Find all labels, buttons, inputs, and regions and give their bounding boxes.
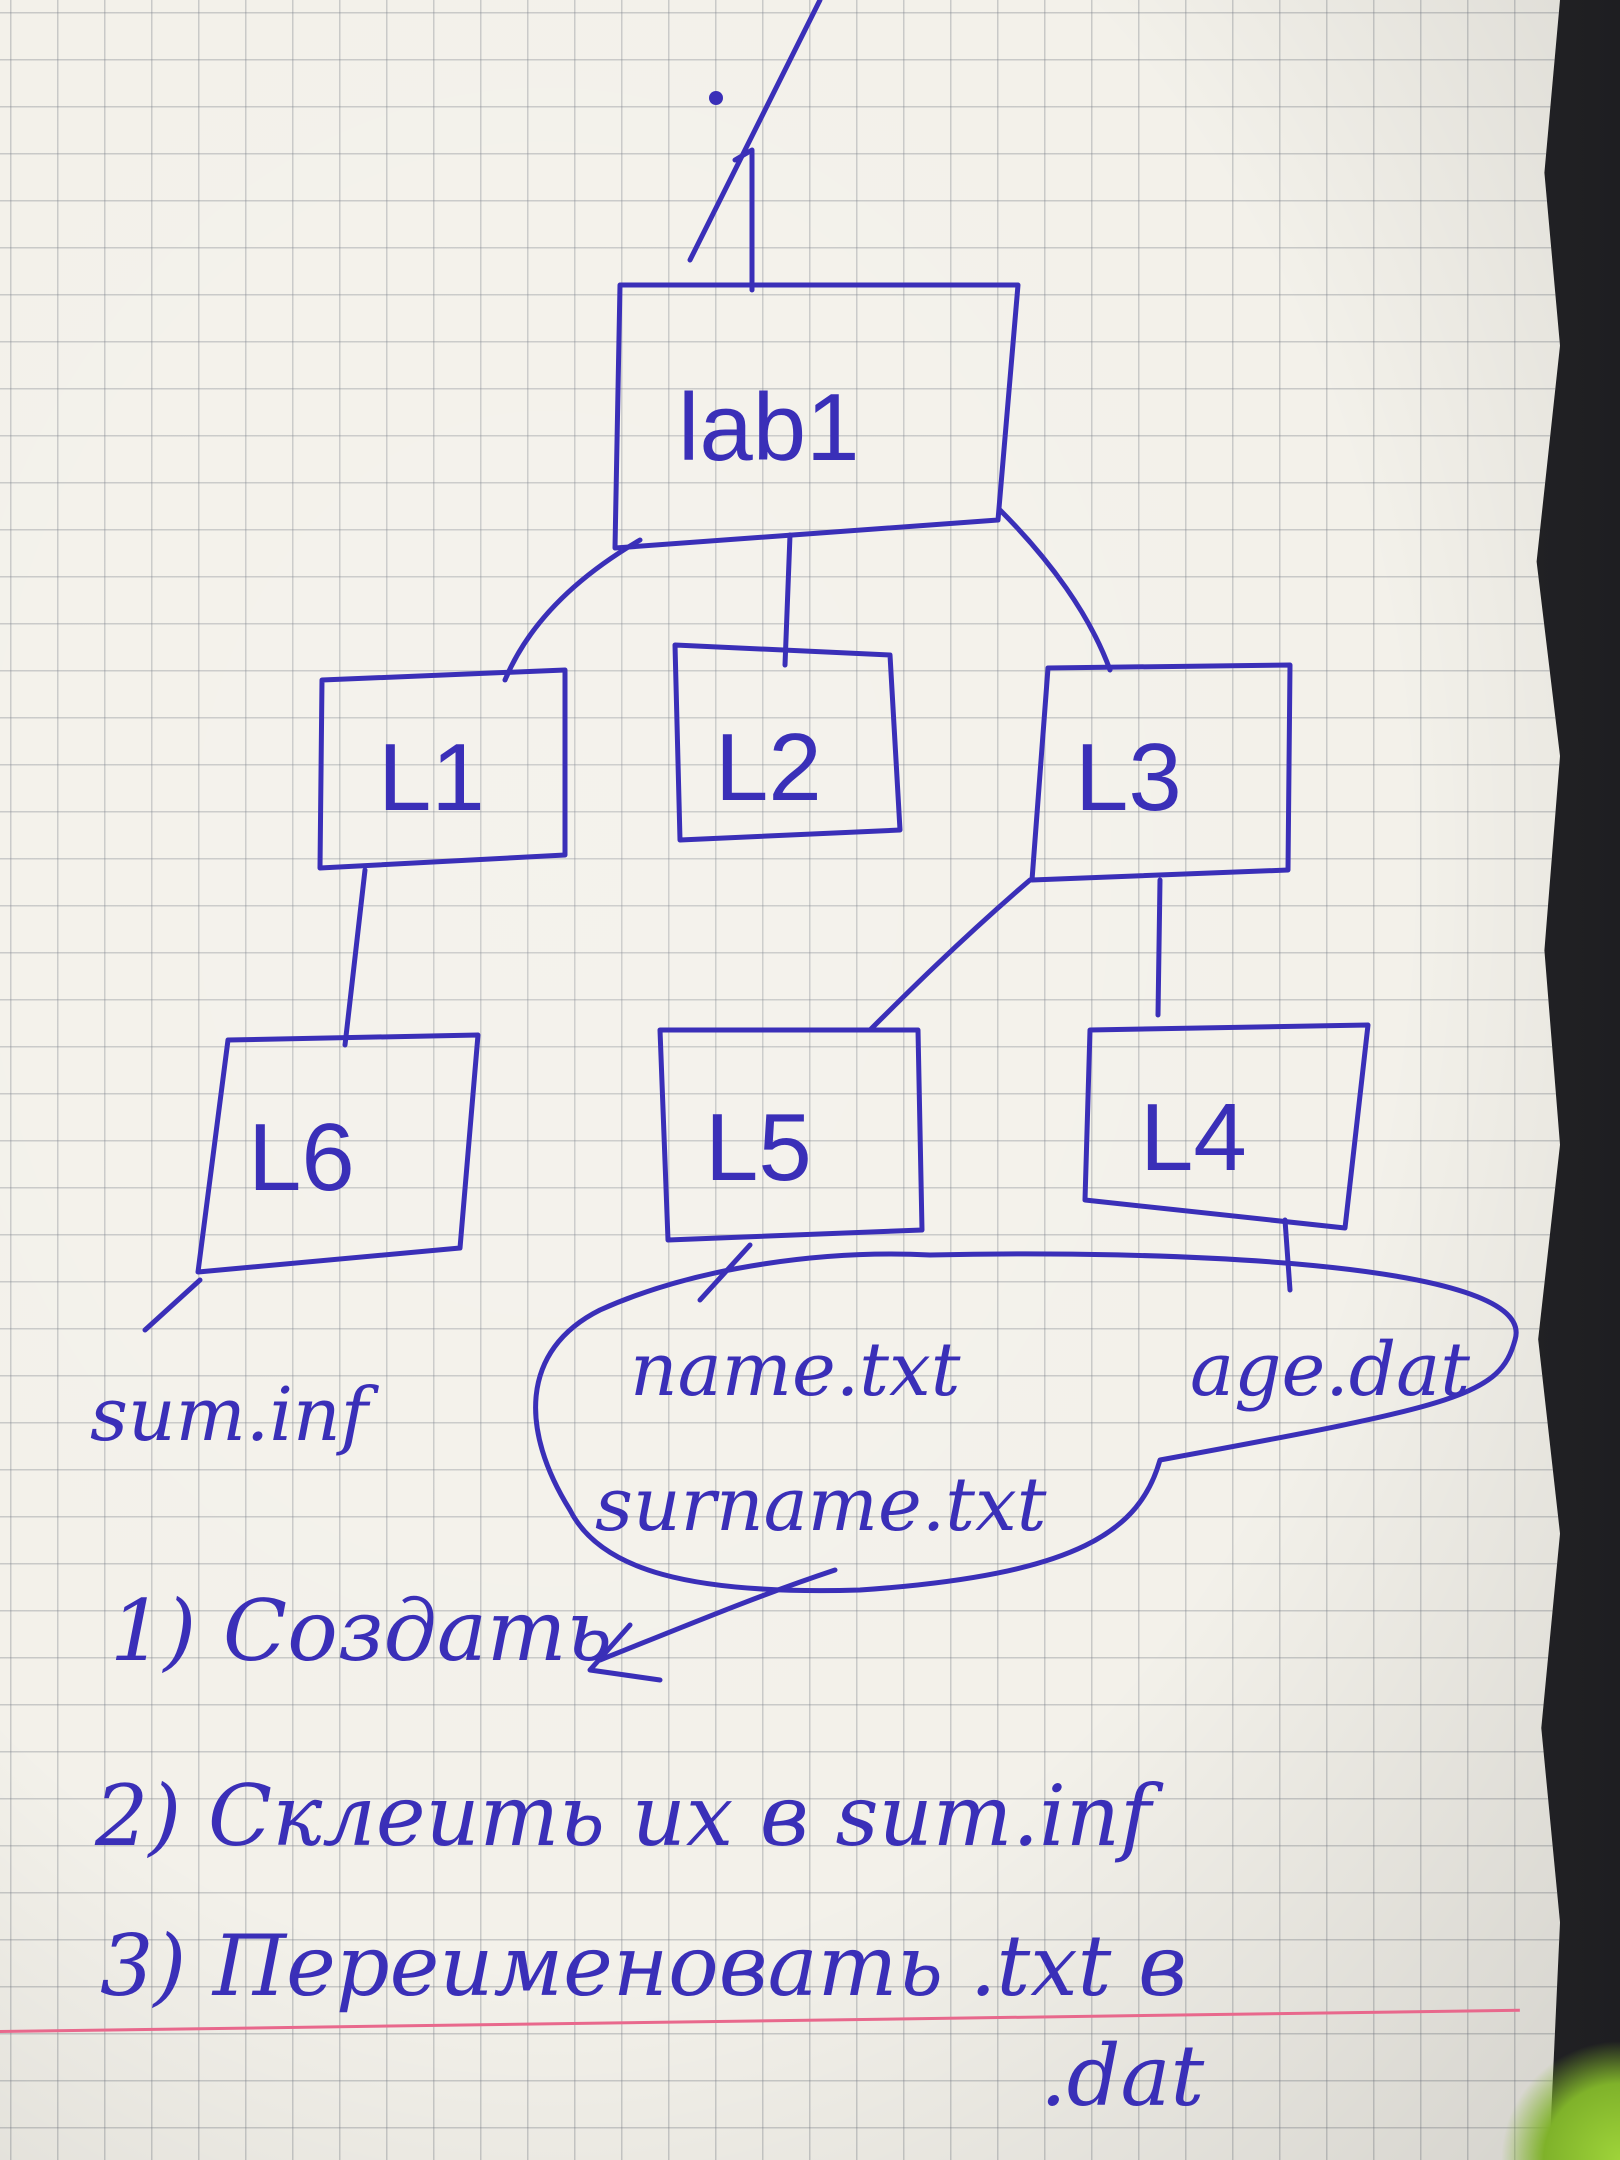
edge-l1-l6: [342, 867, 368, 1048]
task-1: 1) Создать: [110, 1582, 612, 1680]
node-l6-label: L6: [248, 1104, 355, 1211]
task-3: 3) Переименовать .txt в: [100, 1917, 1187, 2015]
file-sum-inf: sum.inf: [90, 1372, 380, 1458]
edge-l3-l5: [867, 877, 1033, 1033]
node-l2-label: L2: [715, 714, 822, 821]
node-l4-label: L4: [1140, 1084, 1247, 1191]
edge-lab1-l1: [502, 537, 643, 683]
edge-l4-age: [1282, 1217, 1293, 1293]
task-2: 2) Склеить их в sum.inf: [94, 1767, 1164, 1865]
node-l2-box: [672, 642, 903, 843]
node-l5-box: [657, 1027, 925, 1243]
green-object-corner: [1500, 2040, 1620, 2160]
file-surname-txt: surname.txt: [595, 1462, 1047, 1548]
graph-paper-sheet: [0, 0, 1560, 2160]
edge-lab1-l2: [782, 532, 793, 668]
edge-l6-sum: [142, 1277, 203, 1333]
arrow-head-icon: [587, 1622, 663, 1683]
arrow-to-task1: [597, 1567, 838, 1663]
root-dot: [709, 91, 723, 105]
root-stem: [732, 147, 755, 293]
node-lab1-label: lab1: [678, 374, 860, 481]
file-age-dat: age.dat: [1190, 1327, 1470, 1413]
node-l4-box: [1082, 1022, 1371, 1231]
node-l1-box: [317, 667, 568, 871]
edge-l3-l4: [1155, 877, 1163, 1018]
edge-lab1-l3: [997, 507, 1113, 673]
node-l3-box: [1029, 662, 1293, 883]
node-lab1-box: [612, 282, 1021, 551]
grouping-loop: [533, 1251, 1519, 1594]
node-l6-box: [195, 1032, 481, 1275]
root-slash-mark: [687, 0, 823, 263]
file-name-txt: name.txt: [630, 1327, 961, 1413]
node-l5-label: L5: [705, 1094, 812, 1201]
task-3-continued: .dat: [1040, 2027, 1205, 2125]
node-l1-label: L1: [378, 724, 485, 831]
node-l3-label: L3: [1075, 724, 1182, 831]
